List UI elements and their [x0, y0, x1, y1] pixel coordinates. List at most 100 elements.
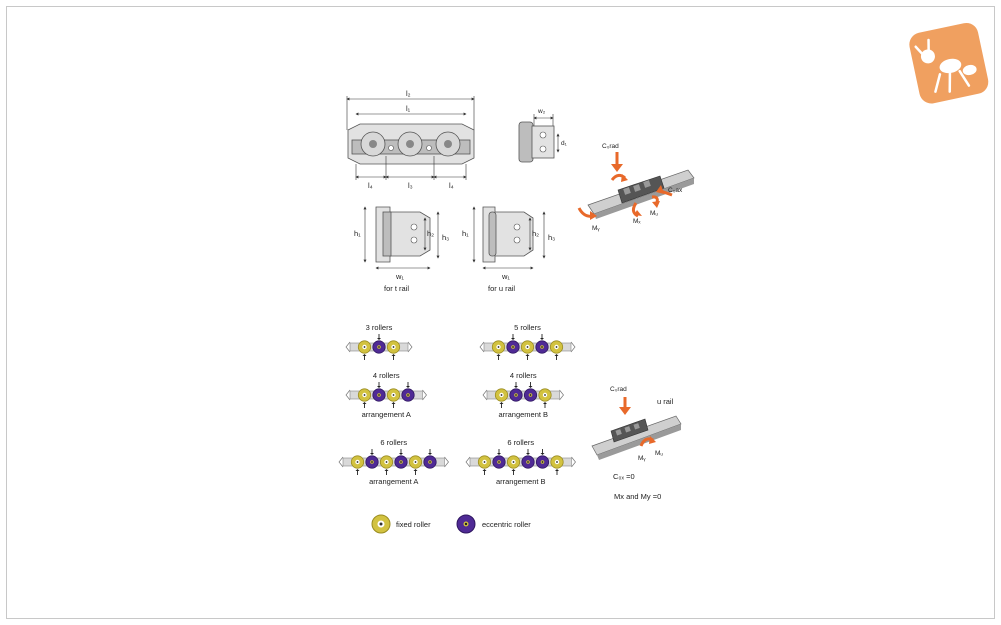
roller-axle: [527, 461, 529, 463]
roller-arrow-head: [554, 354, 559, 356]
dim-l4-right: l₄: [449, 181, 454, 190]
dim-l1: l₁: [406, 104, 411, 113]
roller-arrow-head: [543, 402, 547, 404]
arrangement-end-caps: [345, 389, 427, 401]
load-diagram-t-rail: C₀rad C₀ax Mᵧ Mₓ Mᵤ: [577, 143, 695, 232]
roller-arrow-head: [555, 469, 559, 471]
roller-arrow-head: [482, 469, 487, 471]
roller-axle: [500, 394, 503, 396]
roller-arrow-head: [528, 386, 533, 388]
arrangement-subtitle: arrangement A: [369, 477, 418, 486]
arrangement-4: 6 rollers arrangement A: [338, 438, 449, 486]
load-u-my: Mᵧ: [638, 455, 646, 462]
arrangement-0: 3 rollers: [345, 323, 413, 360]
roller-axle: [512, 461, 515, 463]
dim-w2: w₂: [537, 108, 546, 115]
roller-axle: [497, 346, 500, 348]
arrangement-subtitle: arrangement B: [496, 477, 546, 486]
load-t-c0ax: C₀ax: [668, 187, 683, 194]
arrangement-rail: [486, 390, 560, 400]
roller-arrow-head: [355, 469, 360, 471]
roller-axle: [515, 394, 517, 396]
load-u-c0rad: C₀rad: [610, 386, 627, 393]
dim-t-w1: w₁: [395, 272, 404, 281]
arrangement-title: 6 rollers: [507, 438, 534, 447]
caption-t-rail: for t rail: [384, 284, 409, 293]
logo: [909, 22, 989, 104]
roller-axle: [378, 394, 380, 396]
arrangement-3: 4 rollers arrangement B: [482, 371, 564, 419]
roller-arrow-head: [514, 386, 518, 388]
load-t-my: Mᵧ: [592, 225, 600, 232]
roller-axle: [363, 346, 366, 348]
roller-axle: [392, 346, 395, 348]
u-rail-profile: h₁ h₂ h₃ w₁ for u rail: [462, 206, 555, 293]
load-u-title: u rail: [657, 397, 674, 406]
arrangement-title: 6 rollers: [380, 438, 407, 447]
roller-axle: [407, 394, 409, 396]
roller-axle: [544, 394, 546, 396]
roller-arrow-head: [511, 469, 516, 471]
load-diagram-u-rail: C₀rad u rail Mᵧ Mᵤ C₀ₓ =0 Mx and My =0: [591, 386, 682, 501]
roller-arrow-head: [391, 354, 396, 356]
roller-axle: [385, 461, 388, 463]
dim-u-h3: h₃: [548, 233, 555, 242]
roller-arrow-head: [526, 453, 530, 455]
roller-axle: [529, 394, 532, 396]
roller-axle: [541, 461, 544, 463]
roller-axle: [371, 461, 373, 463]
load-t-mx: Mₓ: [633, 218, 641, 225]
diagram-frame: [6, 6, 995, 619]
legend-eccentric-roller-icon: [456, 514, 476, 534]
arrangement-subtitle: arrangement B: [498, 410, 548, 419]
roller-arrow-head: [362, 354, 367, 356]
legend-eccentric-label: eccentric roller: [482, 520, 531, 529]
dim-d1: d₁: [561, 140, 568, 147]
roller-arrow-head: [499, 402, 504, 404]
arrangement-rail: [342, 457, 445, 467]
arrangement-title: 3 rollers: [366, 323, 393, 332]
arrangement-subtitle: arrangement A: [362, 410, 411, 419]
arrangement-rail: [349, 390, 423, 400]
legend: fixed roller eccentric roller: [371, 514, 531, 534]
roller-axle: [498, 461, 500, 463]
roller-arrow-head: [399, 453, 403, 455]
roller-axle: [541, 346, 543, 348]
roller-arrow-head: [406, 386, 410, 388]
roller-axle: [526, 346, 529, 348]
roller-axle: [483, 461, 486, 463]
arrangement-title: 4 rollers: [510, 371, 537, 380]
robot-ant-icon: [909, 22, 989, 104]
dim-u-h1: h₁: [462, 229, 469, 238]
roller-axle: [414, 461, 417, 463]
dim-t-h3: h₃: [442, 233, 449, 242]
dim-t-h1: h₁: [354, 229, 361, 238]
roller-arrow-head: [428, 453, 432, 455]
load-t-c0rad: C₀rad: [602, 143, 619, 150]
roller-axle: [555, 346, 558, 348]
load-t-mz: Mᵤ: [650, 210, 658, 217]
arrangement-5: 6 rollers arrangement B: [465, 438, 576, 486]
roller-arrow-head: [370, 453, 374, 455]
t-rail-profile: h₁ h₂ h₃ w₁ for t rail: [354, 206, 449, 293]
roller-arrow-head: [525, 354, 530, 356]
roller-arrow-head: [362, 402, 367, 404]
roller-arrow-head: [377, 338, 381, 340]
arrangement-end-caps: [482, 389, 564, 401]
dim-u-h2: h₂: [532, 229, 539, 238]
roller-axle: [356, 461, 359, 463]
caption-u-rail: for u rail: [488, 284, 515, 293]
legend-fixed-label: fixed roller: [396, 520, 431, 529]
roller-axle: [512, 346, 514, 348]
load-u-note2: Mx and My =0: [614, 492, 661, 501]
dim-t-h2: h₂: [427, 229, 434, 238]
arrangement-end-caps: [465, 456, 576, 468]
roller-arrow-head: [391, 402, 396, 404]
roller-axle: [363, 394, 366, 396]
dim-l4-left: l₄: [368, 181, 373, 190]
arrangement-title: 4 rollers: [373, 371, 400, 380]
roller-arrow-head: [377, 386, 381, 388]
roller-axle: [378, 346, 380, 348]
